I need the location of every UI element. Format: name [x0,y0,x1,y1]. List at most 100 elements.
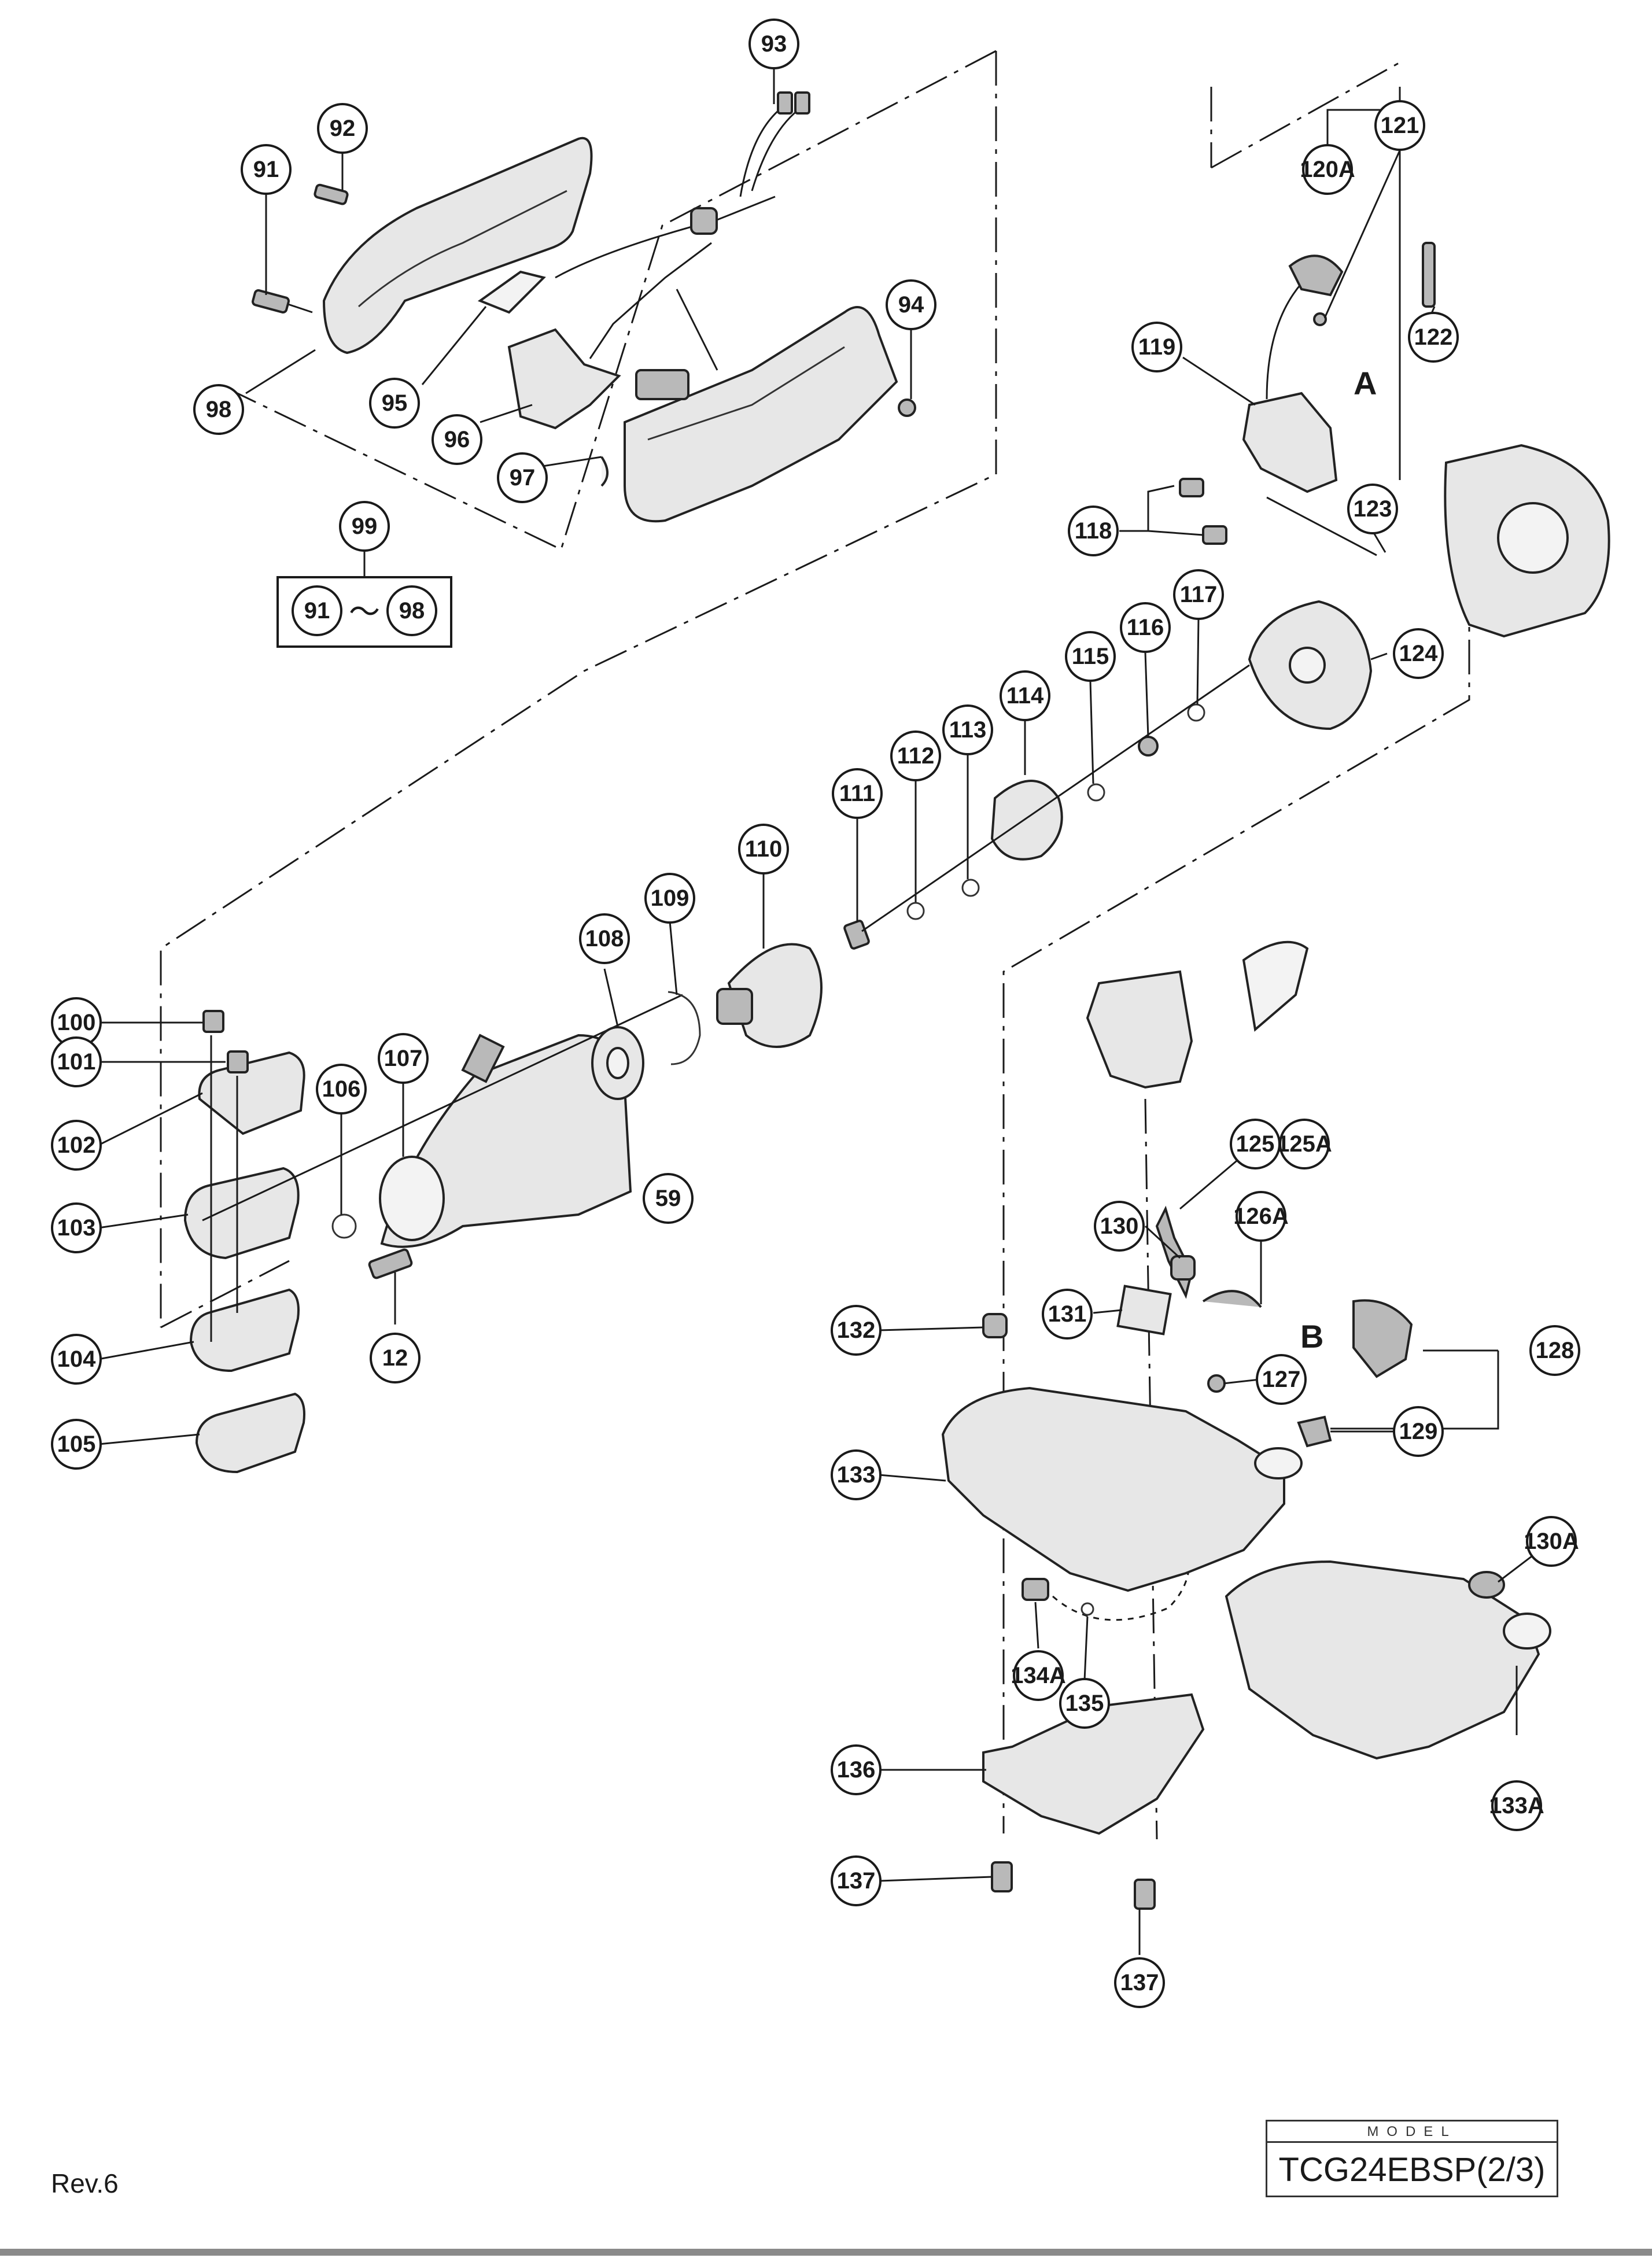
damper-131 [1116,1285,1172,1335]
tank-cap-130a [1468,1571,1505,1599]
callout-123: 123 [1347,484,1398,534]
svg-text:97: 97 [510,465,536,490]
svg-text:132: 132 [837,1318,876,1343]
callout-109: 109 [644,873,695,924]
nut-94 [898,399,916,417]
svg-text:109: 109 [651,886,689,911]
fuel-line-126a [1202,1290,1262,1308]
svg-text:135: 135 [1065,1691,1104,1716]
reference-letter-a: A [1354,365,1377,401]
svg-text:92: 92 [330,116,356,141]
callout-108: 108 [579,913,630,964]
svg-text:121: 121 [1381,113,1419,138]
callout-98: 98 [193,384,244,435]
svg-text:136: 136 [837,1757,876,1783]
svg-text:119: 119 [1138,334,1176,360]
snap-ring-109 [668,991,701,1065]
callout-92: 92 [317,103,368,154]
callout-122: 122 [1408,312,1459,363]
model-box: MODEL TCG24EBSP(2/3) [1266,2120,1558,2197]
throttle-cable-end [690,207,718,235]
svg-text:96: 96 [444,427,470,452]
fuel-filter-134a [1022,1578,1049,1601]
callout-118: 118 [1068,506,1119,556]
svg-text:106: 106 [322,1076,361,1102]
callout-103: 103 [51,1202,102,1253]
callout-97: 97 [497,452,548,503]
svg-text:104: 104 [57,1346,96,1372]
revision-label: Rev.6 [51,2168,119,2198]
callout-131: 131 [1042,1289,1093,1340]
svg-text:99: 99 [352,514,378,539]
washer-115 [1087,783,1105,802]
grommet-132 [982,1313,1008,1338]
callout-130a: 130A [1524,1516,1579,1567]
clamp-middle [183,1167,300,1260]
svg-text:133A: 133A [1489,1793,1544,1818]
callout-133a: 133A [1489,1780,1544,1831]
svg-text:101: 101 [57,1049,96,1075]
callout-114: 114 [1000,670,1050,721]
callout-113: 113 [942,704,993,755]
callout-135: 135 [1059,1678,1110,1729]
svg-text:98: 98 [399,598,425,623]
svg-text:103: 103 [57,1215,96,1241]
reference-letter-b: B [1300,1318,1323,1355]
screw-92 [314,183,349,205]
svg-text:127: 127 [1262,1367,1301,1392]
leader-lines [98,69,1552,1955]
callout-125: 125 [1230,1119,1281,1169]
svg-text:116: 116 [1127,615,1164,640]
starter-housing [1086,970,1193,1089]
svg-text:128: 128 [1536,1338,1574,1363]
svg-text:108: 108 [585,926,624,951]
clamp-bottom [195,1392,305,1474]
svg-text:12: 12 [382,1345,408,1371]
svg-text:113: 113 [949,717,987,743]
svg-text:129: 129 [1399,1419,1438,1444]
svg-text:122: 122 [1414,324,1453,350]
ignition-coil [1242,392,1338,493]
callout-117: 117 [1173,569,1224,620]
model-label: MODEL [1267,2124,1557,2143]
callout-96: 96 [432,414,482,465]
svg-text:110: 110 [745,836,783,862]
callout-93: 93 [748,19,799,69]
fuel-tank-alt [1225,1560,1540,1760]
bolt-118b [1202,525,1227,545]
callout-98-range: 98 [386,585,437,636]
model-value: TCG24EBSP(2/3) [1278,2150,1546,2189]
svg-text:98: 98 [206,397,232,422]
handle-half-right [624,306,898,523]
callout-137-left: 137 [831,1855,882,1906]
range-separator: ～ [349,594,380,630]
callout-132: 132 [831,1305,882,1356]
svg-text:125A: 125A [1277,1131,1332,1157]
svg-text:94: 94 [898,292,924,318]
callout-12: 12 [370,1333,421,1383]
callout-125a: 125A [1277,1119,1332,1169]
clamp-upper [198,1051,305,1135]
callout-128: 128 [1529,1325,1580,1376]
svg-text:130A: 130A [1524,1529,1579,1554]
callout-94: 94 [886,279,936,330]
clamp-lower [189,1288,300,1372]
svg-text:105: 105 [57,1431,96,1457]
bolt-100 [202,1010,224,1033]
callout-59: 59 [643,1173,694,1224]
clutch-assembly [990,780,1063,861]
svg-text:95: 95 [382,390,408,416]
callout-95: 95 [369,378,420,429]
cap-strap [1297,1415,1332,1448]
bolt-137a [991,1861,1013,1892]
fuel-tank-group: B [941,940,1551,1910]
plug-cap [1288,254,1344,297]
svg-text:111: 111 [839,781,875,806]
callout-107: 107 [378,1033,429,1084]
callout-91: 91 [241,144,292,195]
callout-124: 124 [1393,628,1444,679]
washer-117 [1187,703,1205,722]
svg-text:118: 118 [1075,518,1112,544]
snap-ring-106 [331,1213,357,1239]
